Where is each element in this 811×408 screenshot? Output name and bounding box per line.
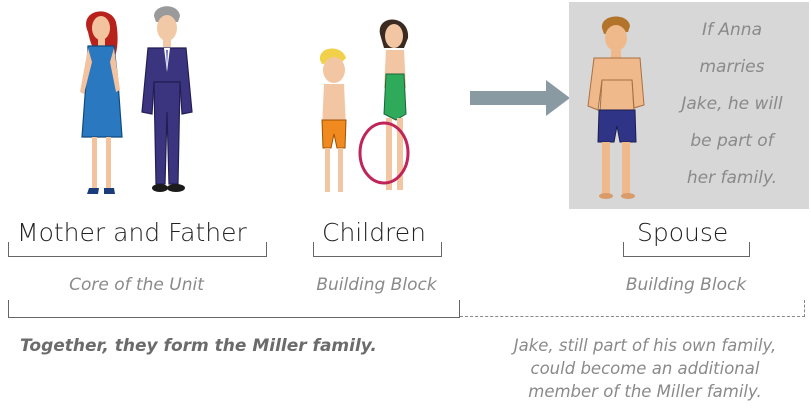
jake-note: Jake, still part of his own family, coul… xyxy=(484,334,806,403)
spouse-title: Spouse xyxy=(637,218,729,247)
children-title: Children xyxy=(322,218,427,247)
boy-figure xyxy=(319,48,347,192)
father-figure xyxy=(141,6,193,192)
jake-note-line: could become an additional xyxy=(530,359,760,378)
children-bracket xyxy=(313,242,442,257)
spouse-note-line: her family. xyxy=(686,168,778,188)
children-illustration xyxy=(319,19,410,192)
extended-family-bracket-end xyxy=(804,300,805,317)
spouse-figure xyxy=(587,16,645,199)
parents-illustration xyxy=(80,6,193,194)
extended-family-bracket xyxy=(460,316,805,317)
parents-title: Mother and Father xyxy=(17,218,247,247)
spouse-note: If Anna marries Jake, he will be part of… xyxy=(662,12,802,197)
girl-figure xyxy=(358,19,410,190)
family-summary: Together, they form the Miller family. xyxy=(20,336,377,356)
right-arrow-icon xyxy=(470,80,570,116)
spouse-bracket xyxy=(623,242,750,257)
spouse-subtitle: Building Block xyxy=(625,275,747,295)
spouse-note-line: Jake, he will xyxy=(681,94,783,114)
parents-subtitle: Core of the Unit xyxy=(69,275,204,295)
jake-note-line: member of the Miller family. xyxy=(528,382,762,401)
spouse-note-line: marries xyxy=(699,57,765,77)
jake-note-line: Jake, still part of his own family, xyxy=(513,336,777,355)
family-bracket xyxy=(8,300,460,318)
spouse-note-line: If Anna xyxy=(702,20,762,40)
spouse-note-line: be part of xyxy=(690,131,774,151)
parents-bracket xyxy=(8,242,267,257)
children-subtitle: Building Block xyxy=(316,275,437,295)
mother-figure xyxy=(80,11,123,194)
